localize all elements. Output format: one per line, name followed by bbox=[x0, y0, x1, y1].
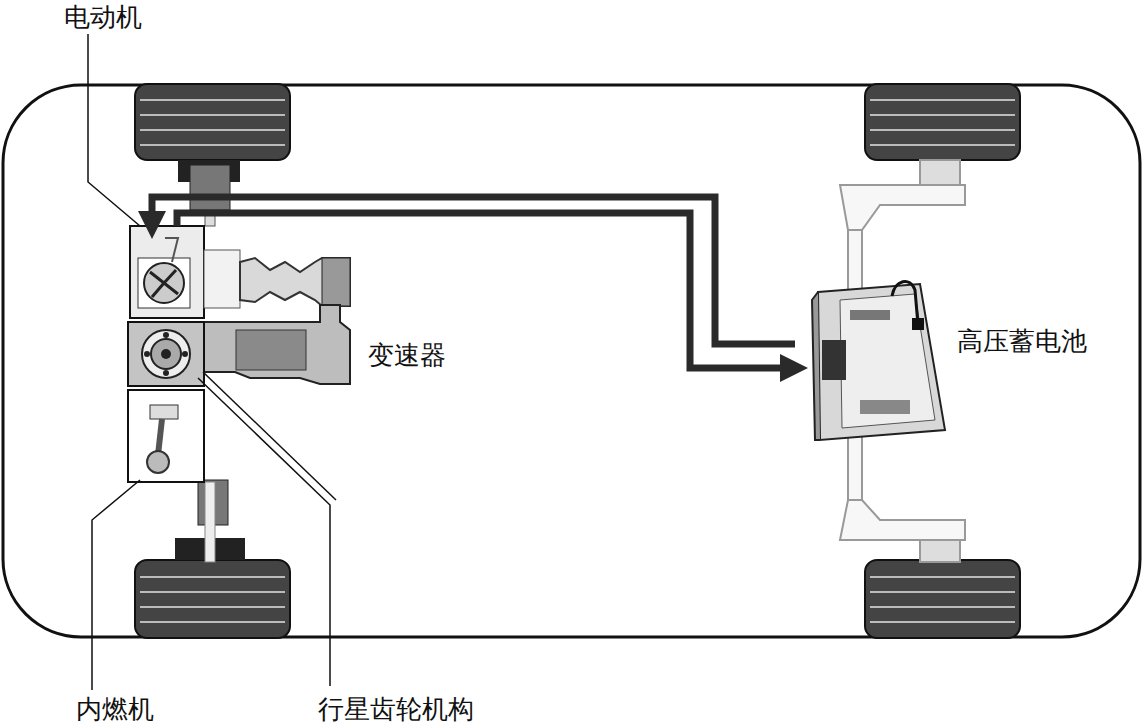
part-label: 变速器 bbox=[368, 340, 446, 370]
energy-flow-arrow bbox=[152, 197, 795, 344]
leader-lines bbox=[88, 34, 336, 690]
rear-axle bbox=[840, 160, 965, 562]
transmission bbox=[204, 250, 350, 384]
node-label: 高压蓄电池 bbox=[957, 326, 1087, 356]
engine-unit bbox=[128, 390, 204, 482]
part-label: 行星齿轮机构 bbox=[318, 694, 474, 724]
battery-illustration bbox=[812, 281, 945, 440]
wheels bbox=[135, 84, 1020, 638]
battery-pack: 高压蓄电池 bbox=[795, 284, 947, 442]
motor-unit bbox=[130, 226, 204, 318]
part-label: 内燃机 bbox=[76, 694, 154, 724]
node-label: 电动机 bbox=[64, 2, 142, 32]
energy-flow-arrow bbox=[177, 213, 787, 368]
planetary-gear-unit bbox=[128, 322, 204, 386]
tire-treads bbox=[140, 100, 1015, 622]
car-body bbox=[3, 85, 1140, 637]
motor-box: 电动机 bbox=[130, 226, 204, 318]
